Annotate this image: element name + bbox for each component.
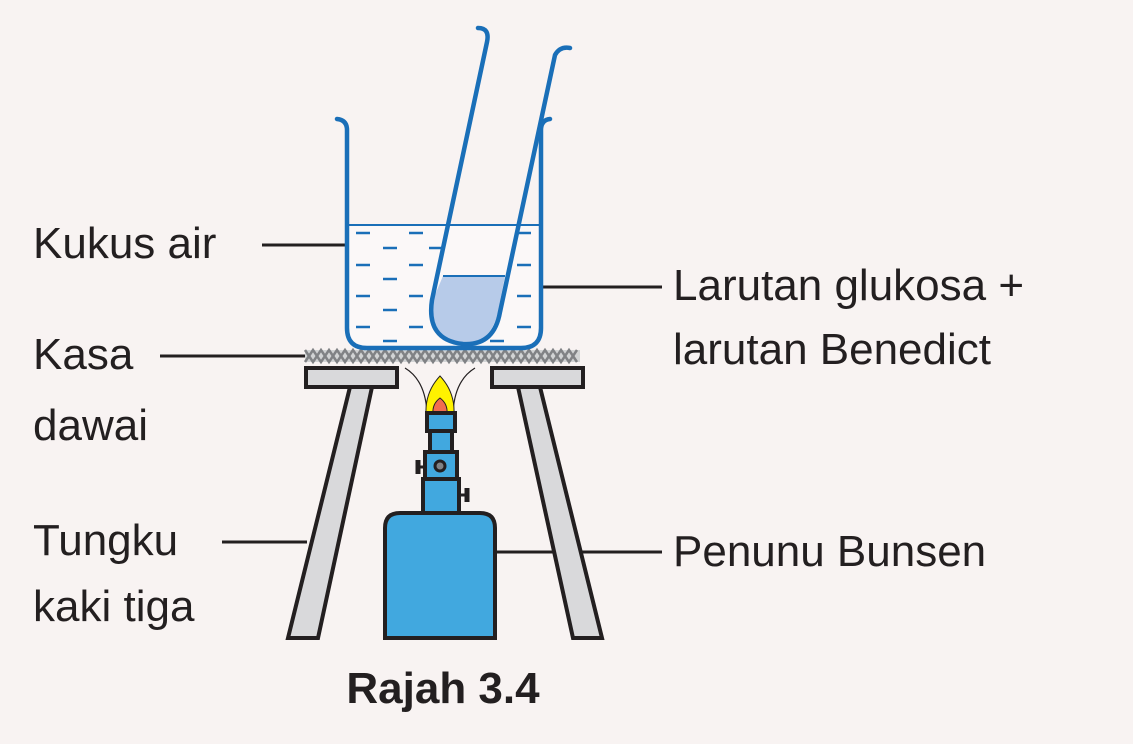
tripod: [285, 366, 605, 640]
figure-caption: Rajah 3.4: [346, 664, 540, 713]
flame-icon: [425, 375, 455, 415]
label-solution-2: larutan Benedict: [673, 325, 991, 374]
label-tripod-2: kaki tiga: [33, 582, 195, 631]
label-solution-1: Larutan glukosa +: [673, 261, 1025, 310]
label-water-bath: Kukus air: [33, 219, 217, 268]
label-wire-gauze-2: dawai: [33, 401, 148, 450]
test-tube: [428, 25, 573, 347]
bunsen-burner: [383, 411, 497, 640]
beaker: [334, 116, 553, 351]
label-burner: Penunu Bunsen: [673, 527, 987, 576]
label-wire-gauze-1: Kasa: [33, 330, 134, 379]
label-tripod-1: Tungku: [33, 516, 179, 565]
water-dashes: [356, 231, 531, 343]
wire-gauze: [303, 347, 580, 365]
